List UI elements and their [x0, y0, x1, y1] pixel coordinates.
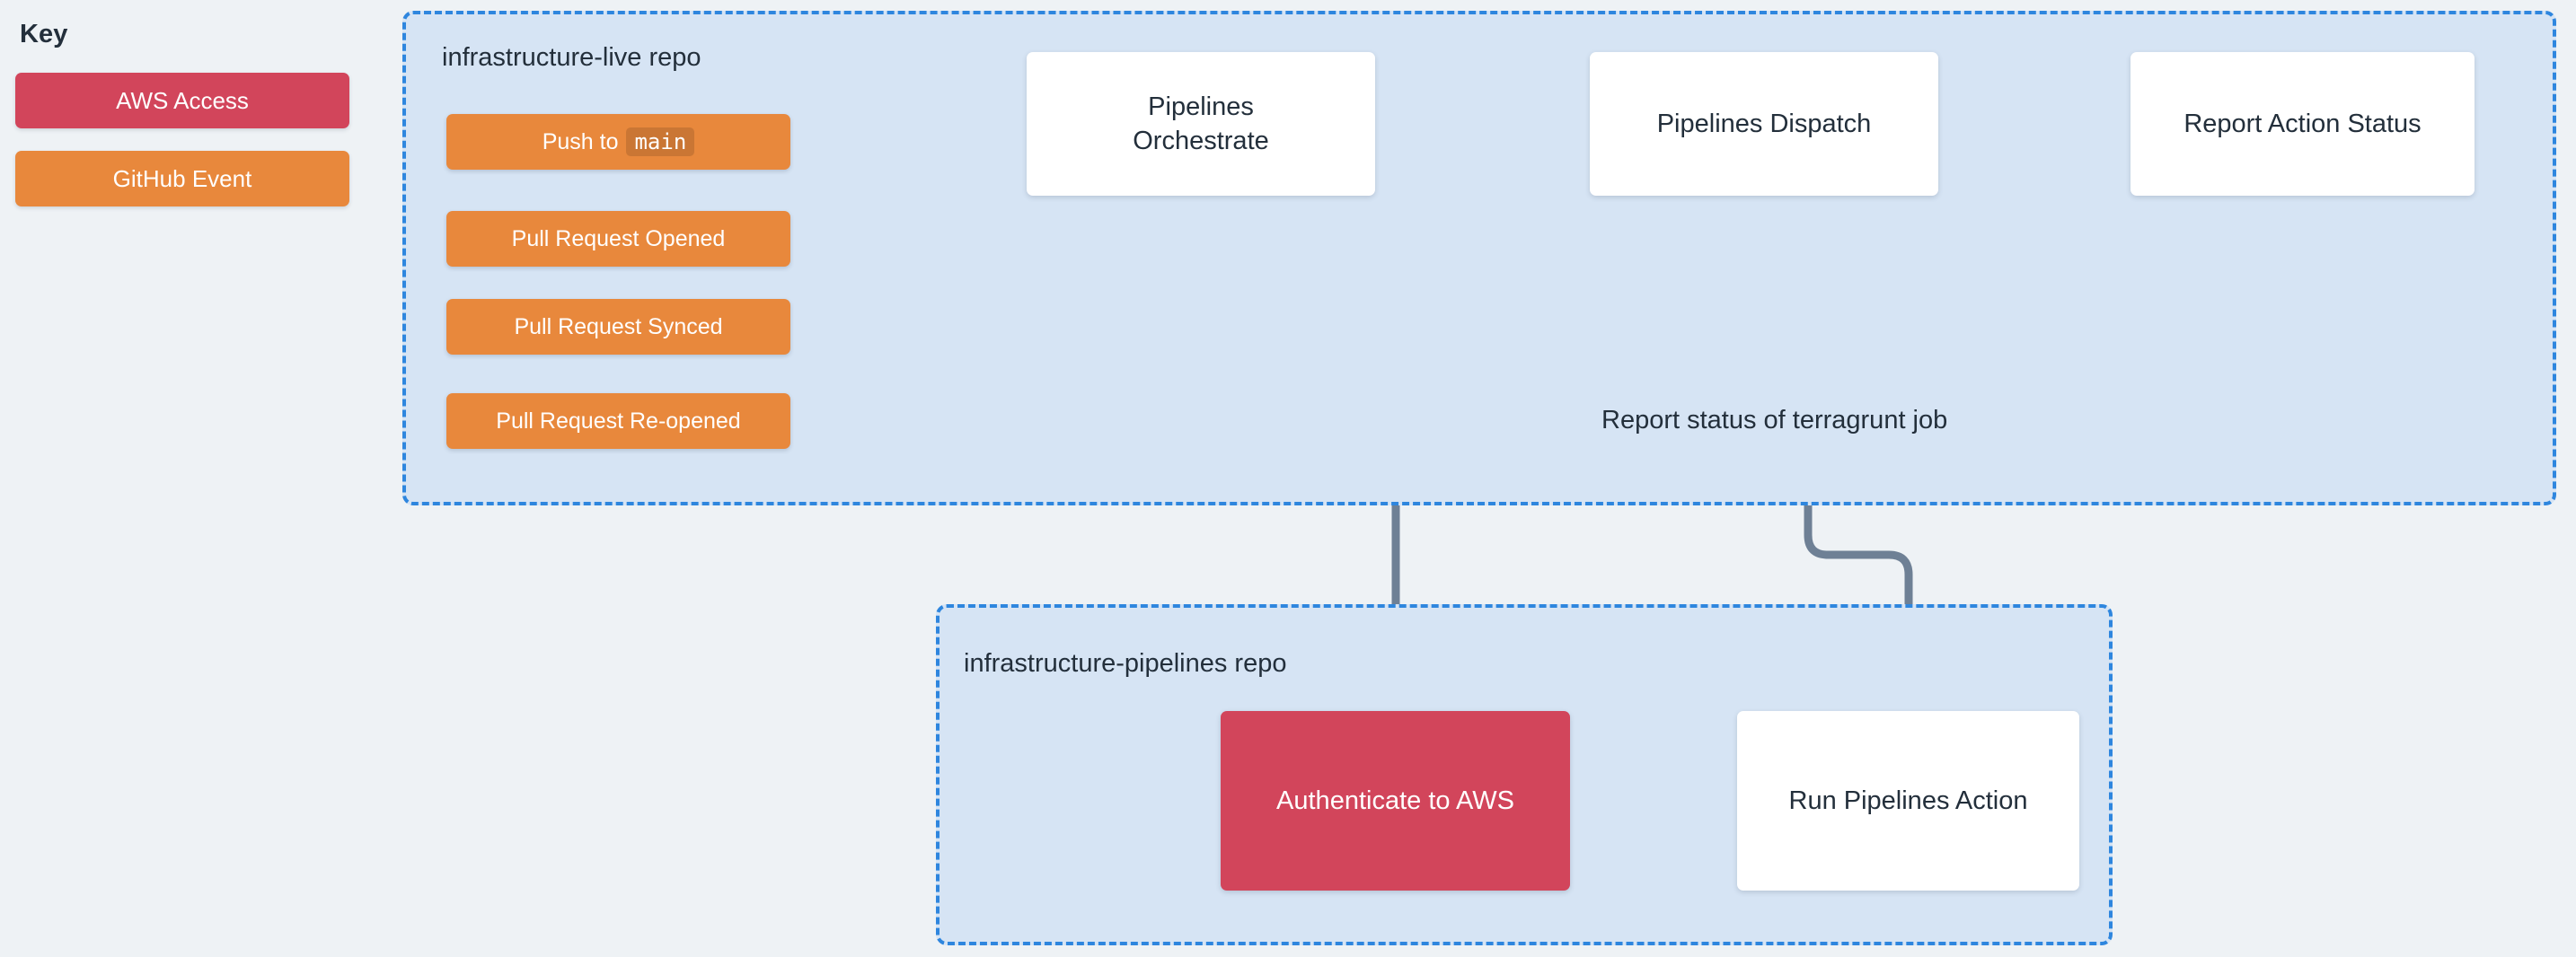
node-pull-request-synced-label: Pull Request Synced [514, 313, 723, 339]
node-pipelines-dispatch[interactable]: Pipelines Dispatch [1590, 52, 1938, 196]
key-item-aws-access[interactable]: AWS Access [15, 73, 349, 128]
node-pull-request-synced[interactable]: Pull Request Synced [446, 299, 790, 355]
key-item-github-event[interactable]: GitHub Event [15, 151, 349, 206]
node-report-action-status-label: Report Action Status [2183, 109, 2422, 138]
node-push-to-main-label: Push to [542, 128, 619, 154]
node-pull-request-reopened[interactable]: Pull Request Re-opened [446, 393, 790, 449]
key-item-github-event-label: GitHub Event [112, 164, 252, 192]
panel-infrastructure-live-label: infrastructure-live repo [442, 43, 701, 72]
node-authenticate-to-aws-label: Authenticate to AWS [1276, 786, 1514, 815]
node-pipelines-dispatch-label: Pipelines Dispatch [1656, 109, 1872, 138]
node-push-to-main-branch: main [626, 127, 695, 156]
node-pull-request-reopened-label: Pull Request Re-opened [496, 408, 741, 434]
node-pull-request-opened-label: Pull Request Opened [511, 225, 726, 251]
node-authenticate-to-aws[interactable]: Authenticate to AWS [1221, 711, 1570, 891]
edge-label-report-terragrunt-status: Report status of terragrunt job [1592, 406, 1957, 435]
key-item-aws-access-label: AWS Access [116, 86, 249, 114]
node-report-action-status[interactable]: Report Action Status [2130, 52, 2475, 196]
key-title: Key [20, 20, 68, 48]
node-push-to-main[interactable]: Push to main [446, 114, 790, 170]
panel-infrastructure-pipelines-label: infrastructure-pipelines repo [964, 649, 1287, 678]
node-run-pipelines-action[interactable]: Run Pipelines Action [1737, 711, 2079, 891]
edge-run-to-dispatch-lower [1804, 449, 1913, 714]
node-run-pipelines-action-label: Run Pipelines Action [1788, 786, 2028, 815]
node-pull-request-opened[interactable]: Pull Request Opened [446, 211, 790, 267]
